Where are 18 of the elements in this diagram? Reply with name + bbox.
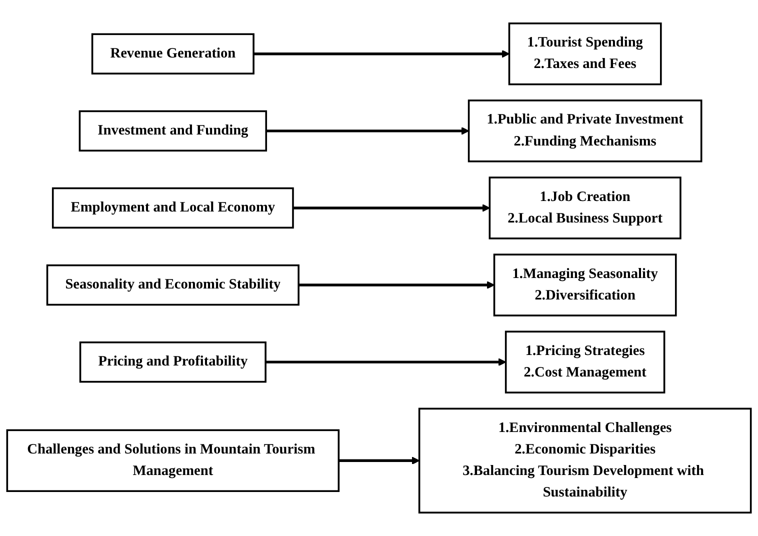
node-box: 1.Job Creation 2.Local Business Support xyxy=(488,176,682,240)
node-box: 1.Environmental Challenges 2.Economic Disparities 3.Balancing Tourism Development with Sustainability xyxy=(418,408,752,514)
node-box: Seasonality and Economic Stability xyxy=(46,264,300,306)
arrow xyxy=(298,281,495,289)
node-box: Employment and Local Economy xyxy=(52,187,294,229)
node-box: Revenue Generation xyxy=(91,33,254,74)
node-box: 1.Tourist Spending 2.Taxes and Fees xyxy=(508,22,662,86)
arrow xyxy=(254,50,510,58)
arrow xyxy=(266,126,470,135)
arrow xyxy=(266,358,506,366)
arrow xyxy=(293,204,490,212)
node-box: Investment and Funding xyxy=(78,110,268,152)
node-box: Challenges and Solutions in Mountain Tourism Management xyxy=(6,429,340,492)
node-box: 1.Managing Seasonality 2.Diversification xyxy=(493,254,677,316)
node-box: Pricing and Profitability xyxy=(79,341,266,383)
node-box: 1.Public and Private Investment 2.Funding Mechanisms xyxy=(468,100,702,162)
node-box: 1.Pricing Strategies 2.Cost Management xyxy=(504,330,666,394)
arrow xyxy=(338,456,420,465)
